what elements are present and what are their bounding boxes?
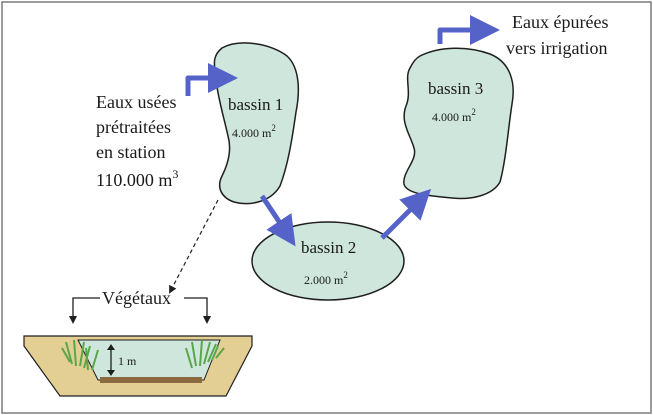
- basin-3-area: 4.000 m2: [432, 107, 476, 124]
- outflow-label-line-1: Eaux épurées: [512, 12, 608, 32]
- plants-left: [61, 339, 99, 371]
- inflow-label-line-3: en station: [96, 142, 166, 162]
- inflow-arrow: [185, 63, 238, 96]
- inflow-volume: 110.000 m3: [96, 167, 178, 190]
- basin-3-name: bassin 3: [428, 79, 483, 98]
- detail-pointer: [169, 199, 219, 294]
- plants-bracket: [72, 297, 100, 320]
- basin-3-shape: [403, 47, 514, 200]
- basin-2-shape: [251, 221, 405, 301]
- water-body: [77, 339, 221, 381]
- plants-right: [185, 339, 225, 369]
- basin-2-name: bassin 2: [301, 238, 356, 257]
- inflow-label-line-1: Eaux usées: [96, 92, 176, 112]
- plants-label: Végétaux: [102, 288, 171, 308]
- basin-1-area: 4.000 m2: [232, 123, 276, 140]
- depth-label: 1 m: [118, 354, 137, 368]
- outflow-arrow: [437, 15, 500, 45]
- outflow-label-line-2: vers irrigation: [506, 38, 607, 58]
- sediment-layer: [100, 377, 202, 383]
- basin-2-area: 2.000 m2: [304, 270, 348, 287]
- flow-arrow-2-to-3: [380, 188, 432, 240]
- inflow-label-line-2: prétraitées: [96, 117, 171, 137]
- basin-1-name: bassin 1: [228, 95, 283, 114]
- basin-cross-section: 1 m Végétaux: [23, 288, 253, 397]
- plants-bracket-right: [184, 297, 208, 320]
- flow-arrow-1-to-2: [259, 194, 296, 247]
